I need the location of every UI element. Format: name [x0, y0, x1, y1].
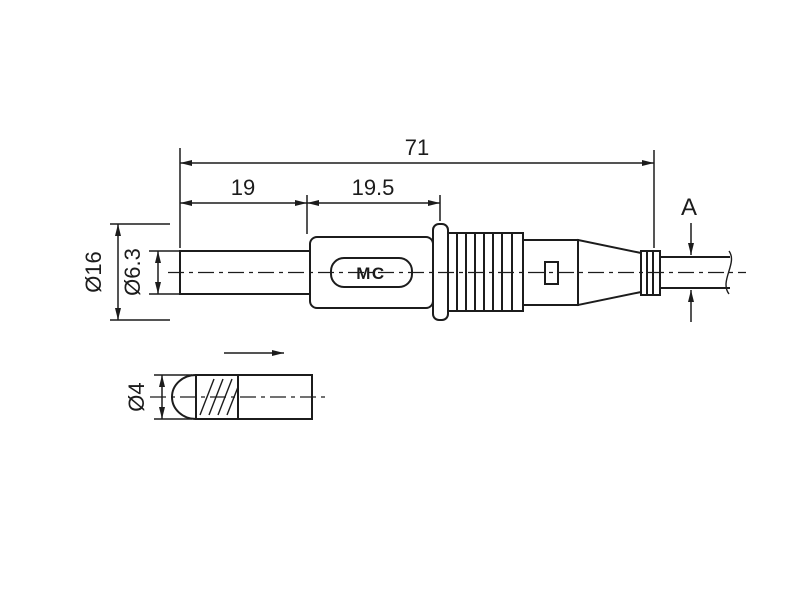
- dim-label-19-5: 19.5: [352, 175, 395, 200]
- cable-break: [725, 250, 733, 295]
- latch-window: [544, 261, 559, 285]
- cable-bushing: [640, 250, 661, 296]
- dim-label-d6-3: Ø6.3: [120, 248, 145, 296]
- dim-label-71: 71: [405, 135, 429, 160]
- dimension-body-length: 19.5: [307, 175, 441, 221]
- dimension-flange-diameter: Ø16: [81, 223, 170, 321]
- mc-badge: [330, 257, 413, 288]
- dimension-overall-length: 71: [179, 135, 655, 248]
- section-indicator-a: A: [681, 194, 697, 322]
- contact-louvers: [199, 378, 239, 416]
- dimension-sleeve-diameter: Ø6.3: [120, 248, 179, 296]
- dim-label-d4: Ø4: [124, 382, 149, 411]
- brand-text: MC: [356, 264, 385, 283]
- grip-ribs: [447, 232, 524, 312]
- dimension-pin-diameter: Ø4: [124, 374, 192, 420]
- plug-side-view: MC: [168, 223, 746, 321]
- tip-dome: [171, 373, 198, 421]
- dimension-sleeve-length: 19: [180, 175, 308, 234]
- dim-label-19: 19: [231, 175, 255, 200]
- cable: [659, 250, 733, 295]
- dim-label-d16: Ø16: [81, 251, 106, 293]
- pin-tip-detail: [150, 350, 326, 421]
- rear-body: [522, 239, 579, 306]
- section-label-a: A: [681, 194, 697, 221]
- tip-sleeve: [195, 374, 313, 420]
